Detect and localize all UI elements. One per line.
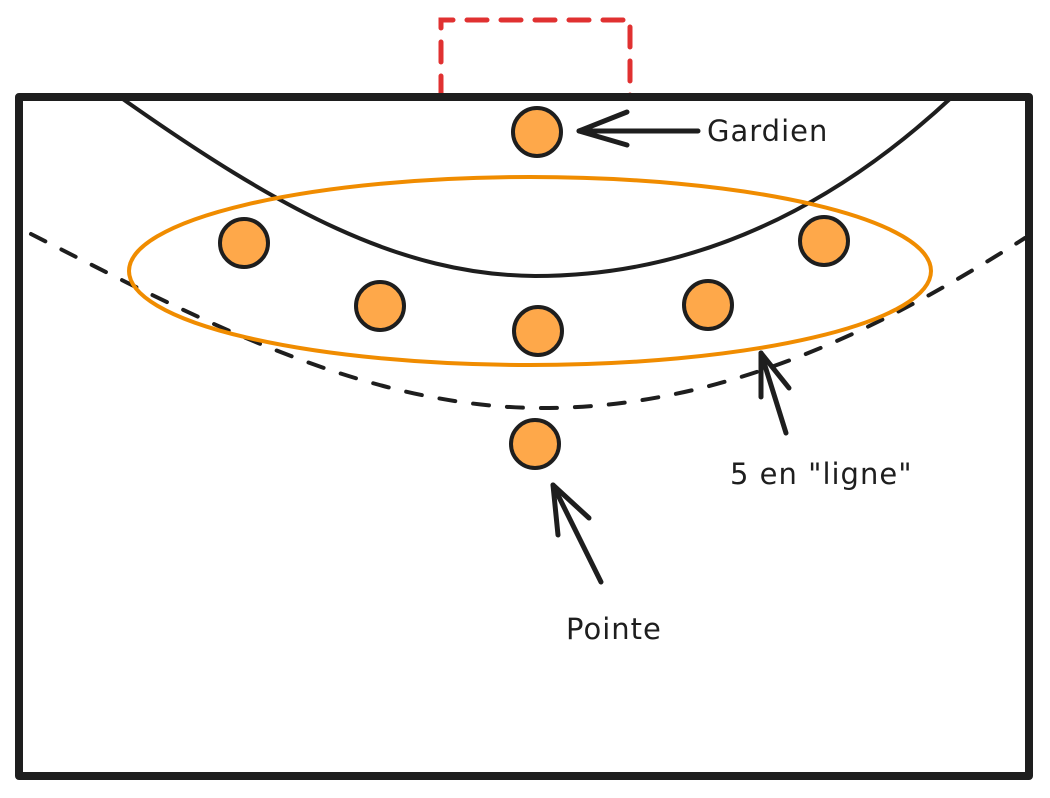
- player-line-1: [218, 217, 270, 269]
- arrow-gardien: [576, 109, 701, 148]
- goal: [438, 17, 633, 99]
- six-meter-line: [118, 95, 954, 279]
- nine-meter-line: [29, 232, 1027, 411]
- player-line-2: [354, 280, 406, 332]
- label-5-en-ligne: 5 en "ligne": [730, 457, 913, 491]
- line-group-ellipse: [127, 175, 933, 367]
- label-pointe: Pointe: [566, 612, 662, 646]
- court-outline: [15, 93, 1033, 780]
- player-line-3: [512, 305, 564, 357]
- arrow-pointe: [550, 482, 604, 585]
- player-line-4: [682, 279, 734, 331]
- player-pointe: [509, 418, 561, 470]
- arrow-ligne: [758, 350, 792, 436]
- player-line-5: [798, 215, 850, 267]
- player-gardien: [511, 106, 563, 158]
- label-gardien: Gardien: [707, 114, 829, 148]
